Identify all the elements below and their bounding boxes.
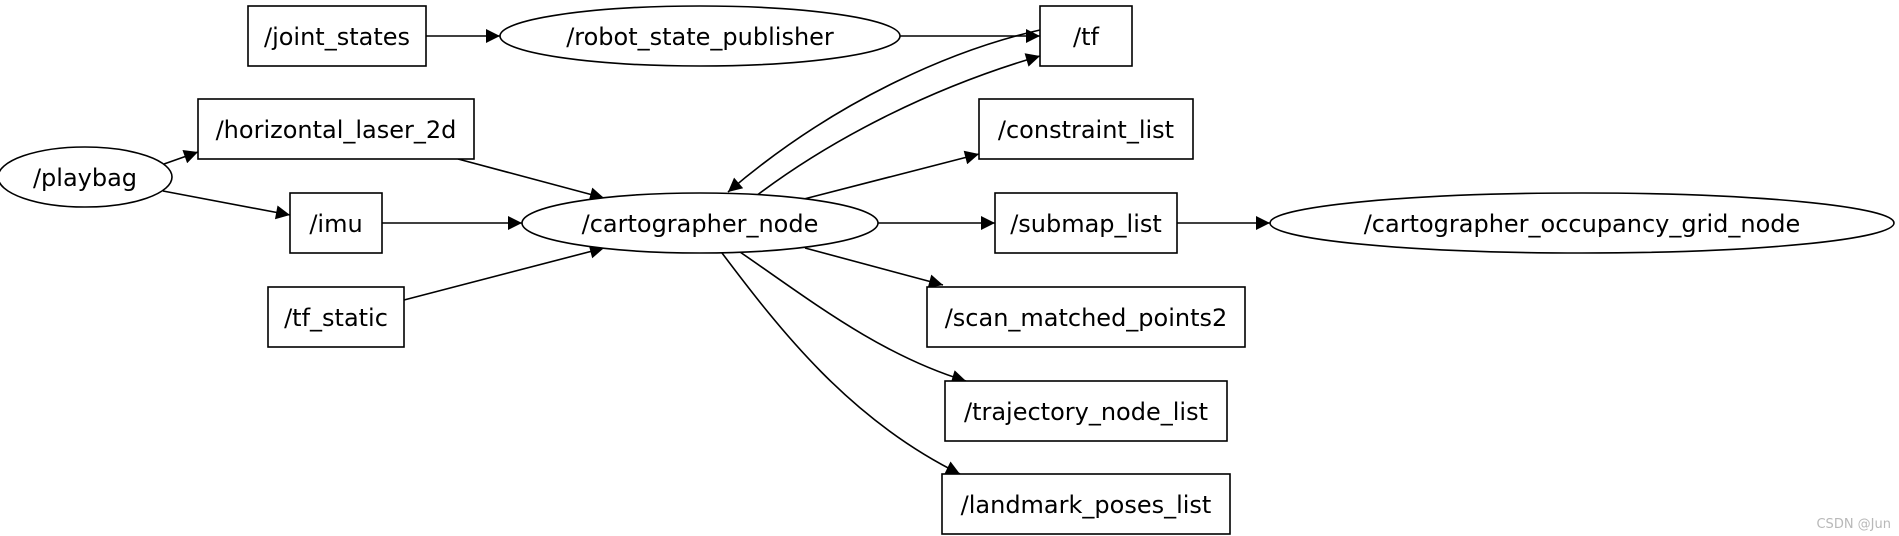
ros-topic-submap-list[interactable]: /submap_list (994, 192, 1178, 254)
ros-topic-tf-static[interactable]: /tf_static (267, 286, 405, 348)
node-label: /submap_list (1010, 210, 1162, 238)
ros-node-cartographer-node[interactable]: /cartographer_node (521, 192, 879, 254)
topic-box (247, 5, 427, 67)
topic-box (926, 286, 1246, 348)
ros-topic-joint-states[interactable]: /joint_states (247, 5, 427, 67)
node-ellipse (0, 146, 173, 208)
node-label: /constraint_list (998, 116, 1174, 144)
edge-cartographer-node-to-scan-matched-points2 (804, 247, 944, 289)
topic-box (941, 473, 1231, 535)
topic-box (289, 192, 383, 254)
edge-cartographer-node-to-constraint-list (803, 150, 980, 200)
node-label: /landmark_poses_list (961, 491, 1212, 519)
node-label: /imu (309, 210, 362, 238)
edge-tf-to-cartographer-node (727, 29, 1041, 193)
ros-topic-horizontal-laser-2d[interactable]: /horizontal_laser_2d (197, 98, 475, 160)
topic-box (944, 380, 1228, 442)
node-label: /playbag (33, 164, 137, 192)
node-label: /robot_state_publisher (566, 23, 834, 51)
nodes-layer: /joint_states/robot_state_publisher/tf/h… (0, 5, 1895, 535)
node-ellipse (499, 5, 901, 67)
node-label: /trajectory_node_list (964, 398, 1208, 426)
edge-playbag-to-imu (162, 190, 291, 220)
edge-cartographer-node-to-tf (755, 53, 1041, 197)
node-label: /joint_states (264, 23, 410, 51)
topic-box (267, 286, 405, 348)
ros-node-robot-state-publisher[interactable]: /robot_state_publisher (499, 5, 901, 67)
edge-playbag-to-horizontal-laser-2d (163, 150, 199, 165)
node-label: /tf_static (284, 304, 388, 332)
node-ellipse (1269, 192, 1895, 254)
ros-node-cartographer-occupancy-grid-node[interactable]: /cartographer_occupancy_grid_node (1269, 192, 1895, 254)
node-ellipse (521, 192, 879, 254)
edge-horizontal-laser-2d-to-cartographer-node (457, 158, 605, 202)
ros-topic-constraint-list[interactable]: /constraint_list (978, 98, 1194, 160)
ros-topic-landmark-poses-list[interactable]: /landmark_poses_list (941, 473, 1231, 535)
ros-topic-imu[interactable]: /imu (289, 192, 383, 254)
node-label: /horizontal_laser_2d (216, 116, 457, 144)
ros-topic-trajectory-node-list[interactable]: /trajectory_node_list (944, 380, 1228, 442)
watermark-text: CSDN @Jun (1816, 517, 1891, 532)
topic-box (978, 98, 1194, 160)
edge-tf-static-to-cartographer-node (403, 244, 605, 301)
edge-cartographer-node-to-landmark-poses-list (721, 252, 961, 475)
edges-layer (162, 29, 1270, 475)
node-label: /scan_matched_points2 (945, 304, 1228, 332)
ros-topic-tf[interactable]: /tf (1039, 5, 1133, 67)
ros-topic-scan-matched-points2[interactable]: /scan_matched_points2 (926, 286, 1246, 348)
node-label: /cartographer_node (582, 210, 819, 238)
topic-box (1039, 5, 1133, 67)
node-label: /cartographer_occupancy_grid_node (1364, 210, 1801, 238)
ros-node-playbag[interactable]: /playbag (0, 146, 173, 208)
topic-box (197, 98, 475, 160)
topic-box (994, 192, 1178, 254)
edge-cartographer-node-to-trajectory-node-list (739, 251, 967, 384)
node-label: /tf (1073, 23, 1099, 51)
